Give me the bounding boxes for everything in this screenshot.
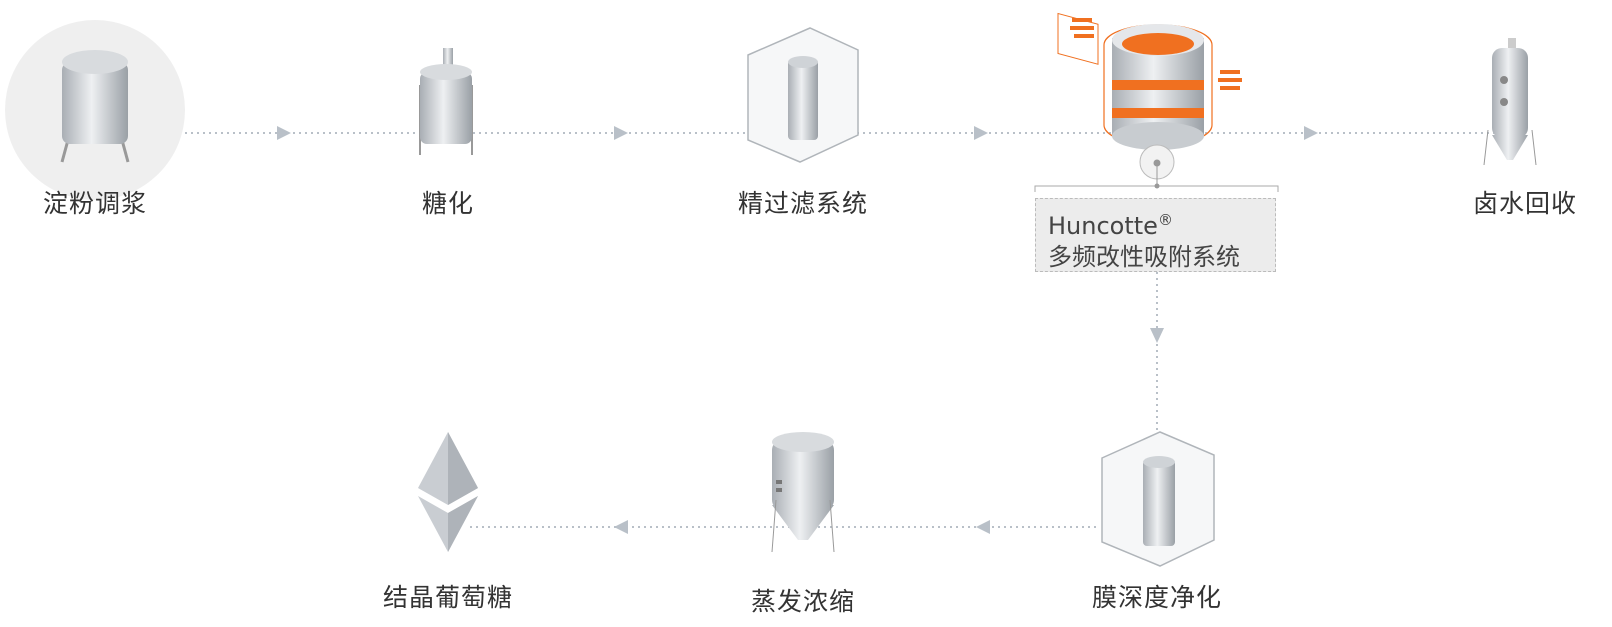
arrow-left-icon (976, 520, 990, 534)
membrane-icon (1101, 431, 1215, 567)
arrow-right-icon (614, 126, 628, 140)
node-label-brine-recovery: 卤水回收 (1472, 189, 1578, 218)
arrow-right-icon (974, 126, 988, 140)
arrow-down-icon (1150, 328, 1164, 343)
crystal-icon (418, 432, 478, 552)
node-label-crystal-glucose: 结晶葡萄糖 (382, 583, 514, 612)
node-label-saccharification: 糖化 (421, 189, 475, 218)
adsorption-label-box: Huncotte® 多频改性吸附系统 (1035, 198, 1276, 272)
arrow-right-icon (277, 126, 291, 140)
node-label-starch-slurry: 淀粉调浆 (42, 189, 148, 218)
arrow-left-icon (614, 520, 628, 534)
adsorption-column-icon (1034, 12, 1279, 192)
node-label-adsorption: 多频改性吸附系统 (1048, 243, 1240, 271)
node-label-evaporation: 蒸发浓缩 (750, 587, 856, 616)
evaporator-icon (771, 432, 835, 553)
arrows (277, 126, 1318, 534)
arrow-right-icon (1304, 126, 1318, 140)
registered-mark: ® (1157, 211, 1173, 229)
tank-icon (5, 20, 185, 200)
reactor-icon (419, 48, 473, 155)
node-label-membrane: 膜深度净化 (1091, 583, 1223, 612)
filter-icon (747, 27, 859, 163)
brand-name: Huncotte (1048, 212, 1158, 240)
silo-icon (1483, 38, 1537, 166)
node-label-fine-filtration: 精过滤系统 (737, 189, 869, 218)
flow-lines (185, 132, 1500, 528)
